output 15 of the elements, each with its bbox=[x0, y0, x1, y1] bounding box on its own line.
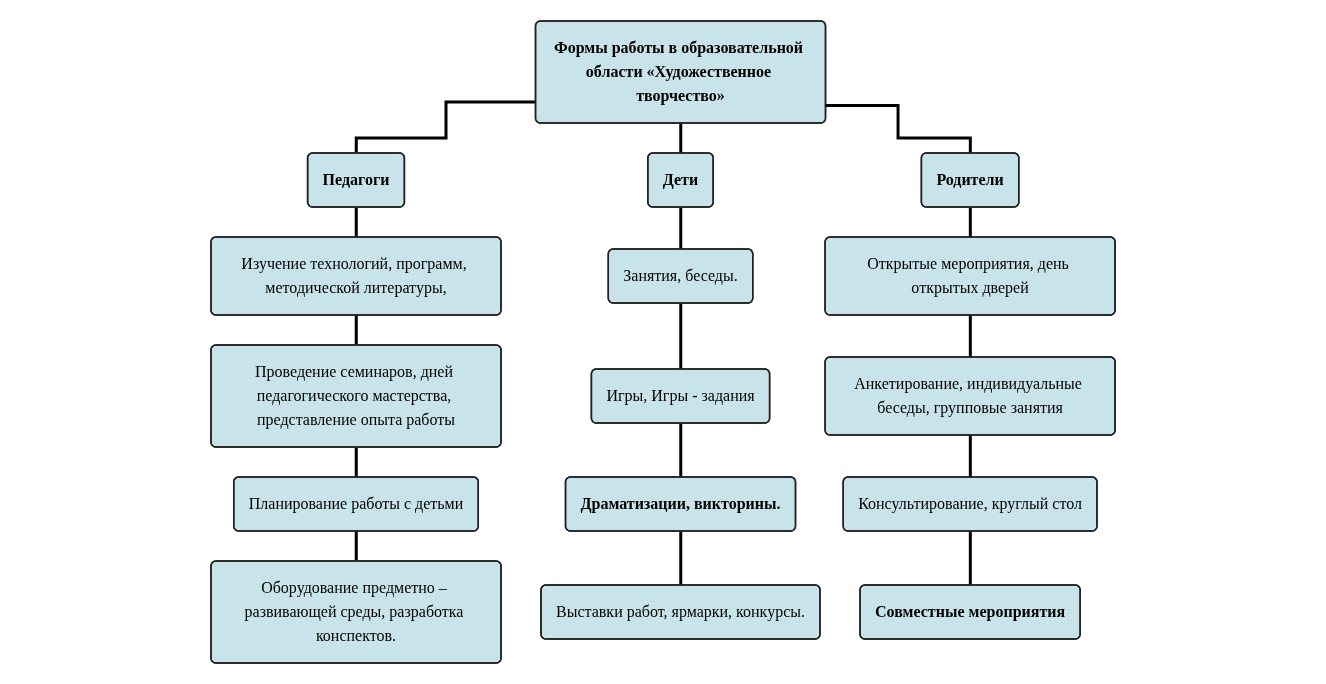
connector bbox=[354, 314, 358, 347]
connector bbox=[825, 104, 973, 155]
connector bbox=[679, 530, 683, 587]
connector bbox=[968, 530, 973, 587]
connector bbox=[354, 100, 536, 155]
connector bbox=[968, 434, 973, 479]
connector bbox=[968, 314, 973, 359]
connector bbox=[354, 206, 358, 239]
connector bbox=[679, 422, 683, 479]
connector bbox=[679, 206, 683, 251]
connector bbox=[679, 302, 683, 371]
connector bbox=[968, 206, 973, 239]
connector bbox=[354, 530, 358, 563]
connector bbox=[679, 122, 683, 155]
connector bbox=[354, 446, 358, 479]
